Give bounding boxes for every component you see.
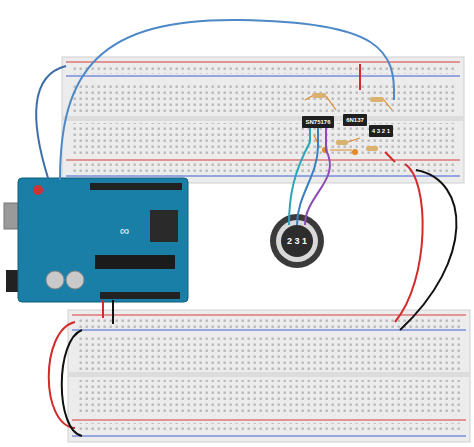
pin-numbers: 2 3 1 bbox=[287, 237, 307, 246]
ic-chip: SN75176 bbox=[302, 116, 333, 128]
breadboard bbox=[68, 310, 470, 442]
xlr-connector: 2 3 1 bbox=[281, 225, 313, 257]
svg-text:∞: ∞ bbox=[120, 223, 129, 238]
chip-label: 4 3 2 1 bbox=[372, 128, 390, 134]
ic-chip: 4 3 2 1 bbox=[369, 125, 393, 137]
arduino-board: ∞ bbox=[4, 178, 188, 302]
breadboard bbox=[62, 57, 464, 183]
ic-chip: 6N137 bbox=[343, 114, 367, 126]
chip-label: 6N137 bbox=[346, 117, 364, 123]
signal-wire bbox=[305, 128, 330, 225]
chip-label: SN75176 bbox=[305, 119, 330, 125]
wire bbox=[36, 20, 456, 436]
